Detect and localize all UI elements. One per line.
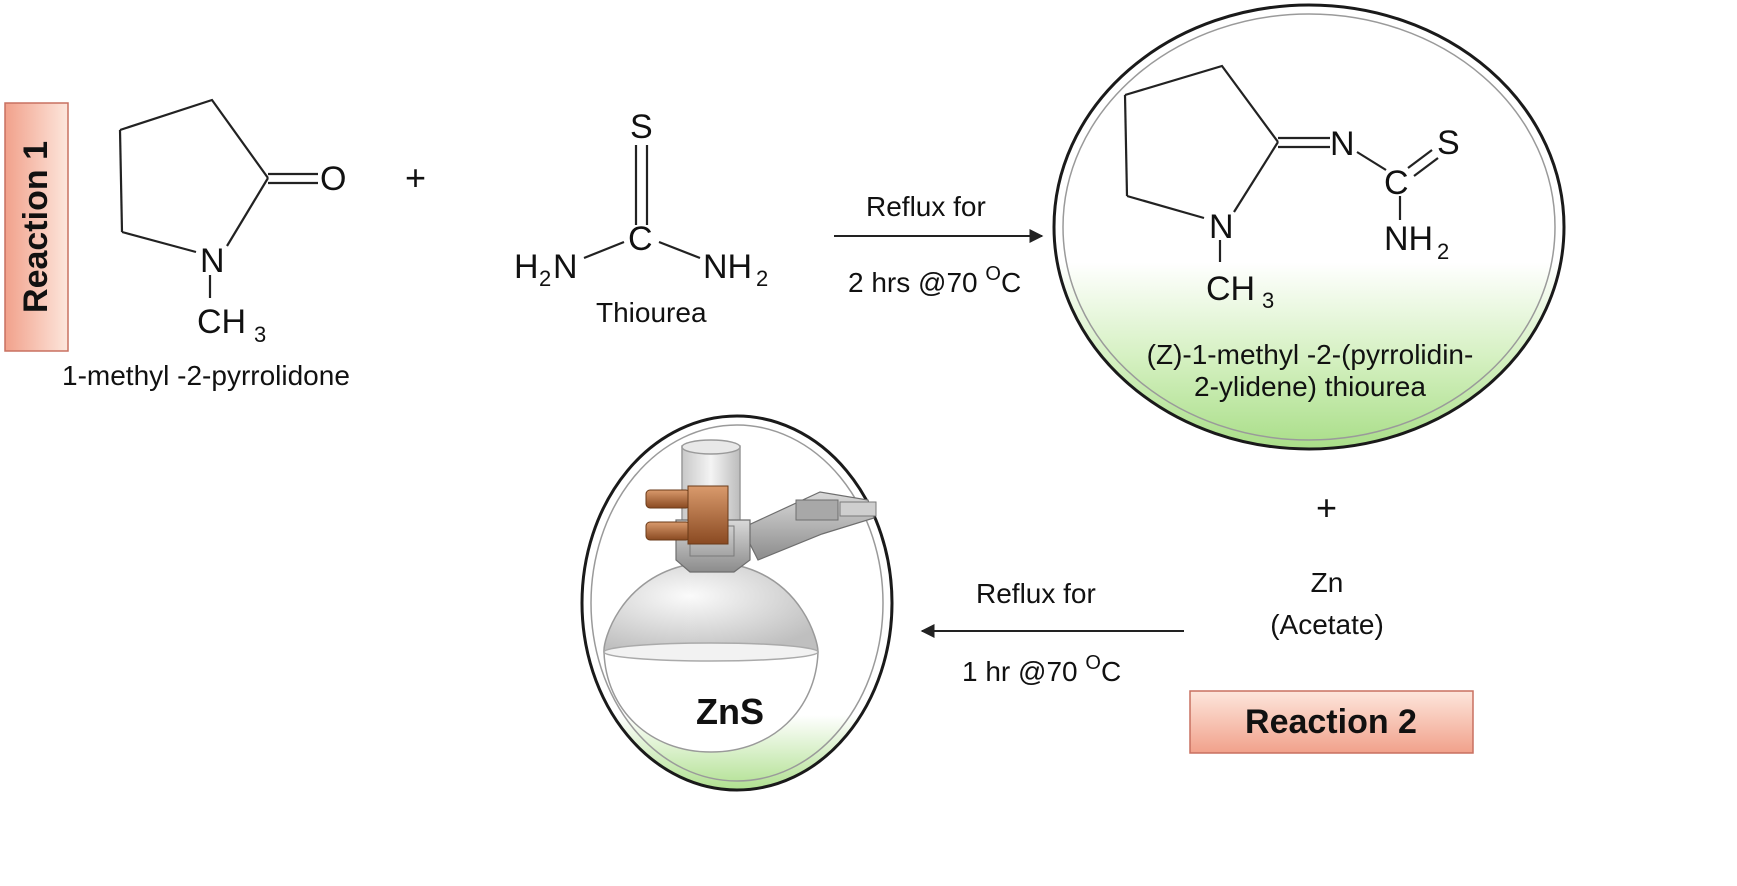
reaction1-condition-line2: 2 hrs @70 OC bbox=[848, 263, 1021, 298]
product1-methyl-carbon: CH bbox=[1206, 270, 1255, 308]
reaction2-label-text: Reaction 2 bbox=[1245, 703, 1417, 741]
product2-name: ZnS bbox=[696, 691, 764, 732]
reaction2-condition-line1: Reflux for bbox=[976, 578, 1096, 609]
reaction1-label-text: Reaction 1 bbox=[17, 141, 55, 313]
thiourea-name: Thiourea bbox=[596, 297, 707, 328]
reaction1-condition-line1: Reflux for bbox=[866, 191, 986, 222]
nmp-nitrogen-atom: N bbox=[200, 242, 225, 280]
reaction2-label: Reaction 2 bbox=[1189, 690, 1474, 754]
product1-amine-nh: NH bbox=[1384, 220, 1433, 258]
reaction2-reagent-line1: Zn bbox=[1311, 567, 1344, 598]
product1-ring-nitrogen: N bbox=[1209, 208, 1234, 246]
reaction1-plus: + bbox=[405, 157, 426, 198]
nmp-methyl-carbon: CH bbox=[197, 303, 246, 341]
nmp-name: 1-methyl -2-pyrrolidone bbox=[62, 360, 350, 391]
reaction2-plus: + bbox=[1316, 487, 1337, 528]
reactant-thiourea: S C H 2 N NH 2 Thiourea bbox=[514, 108, 768, 328]
thiourea-right-nh: NH bbox=[703, 248, 752, 286]
product1-name-line1: (Z)-1-methyl -2-(pyrrolidin- bbox=[1147, 339, 1474, 370]
product1-methyl-subscript: 3 bbox=[1262, 288, 1274, 313]
product1-imine-nitrogen: N bbox=[1330, 125, 1355, 163]
reaction1-arrow: Reflux for 2 hrs @70 OC bbox=[834, 191, 1044, 298]
thiourea-left-subscript: 2 bbox=[539, 266, 551, 291]
product1-bubble: N S C NH 2 N CH 3 (Z)-1-methyl -2-(pyrro… bbox=[1052, 3, 1566, 451]
thiourea-sulfur-atom: S bbox=[630, 108, 653, 146]
product1-amine-subscript: 2 bbox=[1437, 239, 1449, 264]
nmp-methyl-subscript: 3 bbox=[254, 322, 266, 347]
reaction2-condition-line2: 1 hr @70 OC bbox=[962, 652, 1121, 687]
reaction1-label: Reaction 1 bbox=[4, 102, 69, 352]
reactant-nmp: O N CH 3 1-methyl -2-pyrrolidone bbox=[62, 98, 350, 391]
nmp-oxygen-atom: O bbox=[320, 160, 346, 198]
thiourea-left-h: H bbox=[514, 248, 539, 286]
reaction2-reagent-line2: (Acetate) bbox=[1270, 609, 1384, 640]
reaction2-arrow: Reflux for 1 hr @70 OC bbox=[920, 578, 1184, 687]
thiourea-right-subscript: 2 bbox=[756, 266, 768, 291]
round-bottom-flask-with-clamp-icon bbox=[603, 439, 877, 753]
thiourea-left-n: N bbox=[553, 248, 578, 286]
thiourea-carbon-atom: C bbox=[628, 220, 653, 258]
product2-bubble: ZnS bbox=[580, 414, 894, 792]
product1-sulfur-atom: S bbox=[1437, 124, 1460, 162]
product1-name-line2: 2-ylidene) thiourea bbox=[1194, 371, 1426, 402]
product1-carbon-atom: C bbox=[1384, 164, 1409, 202]
